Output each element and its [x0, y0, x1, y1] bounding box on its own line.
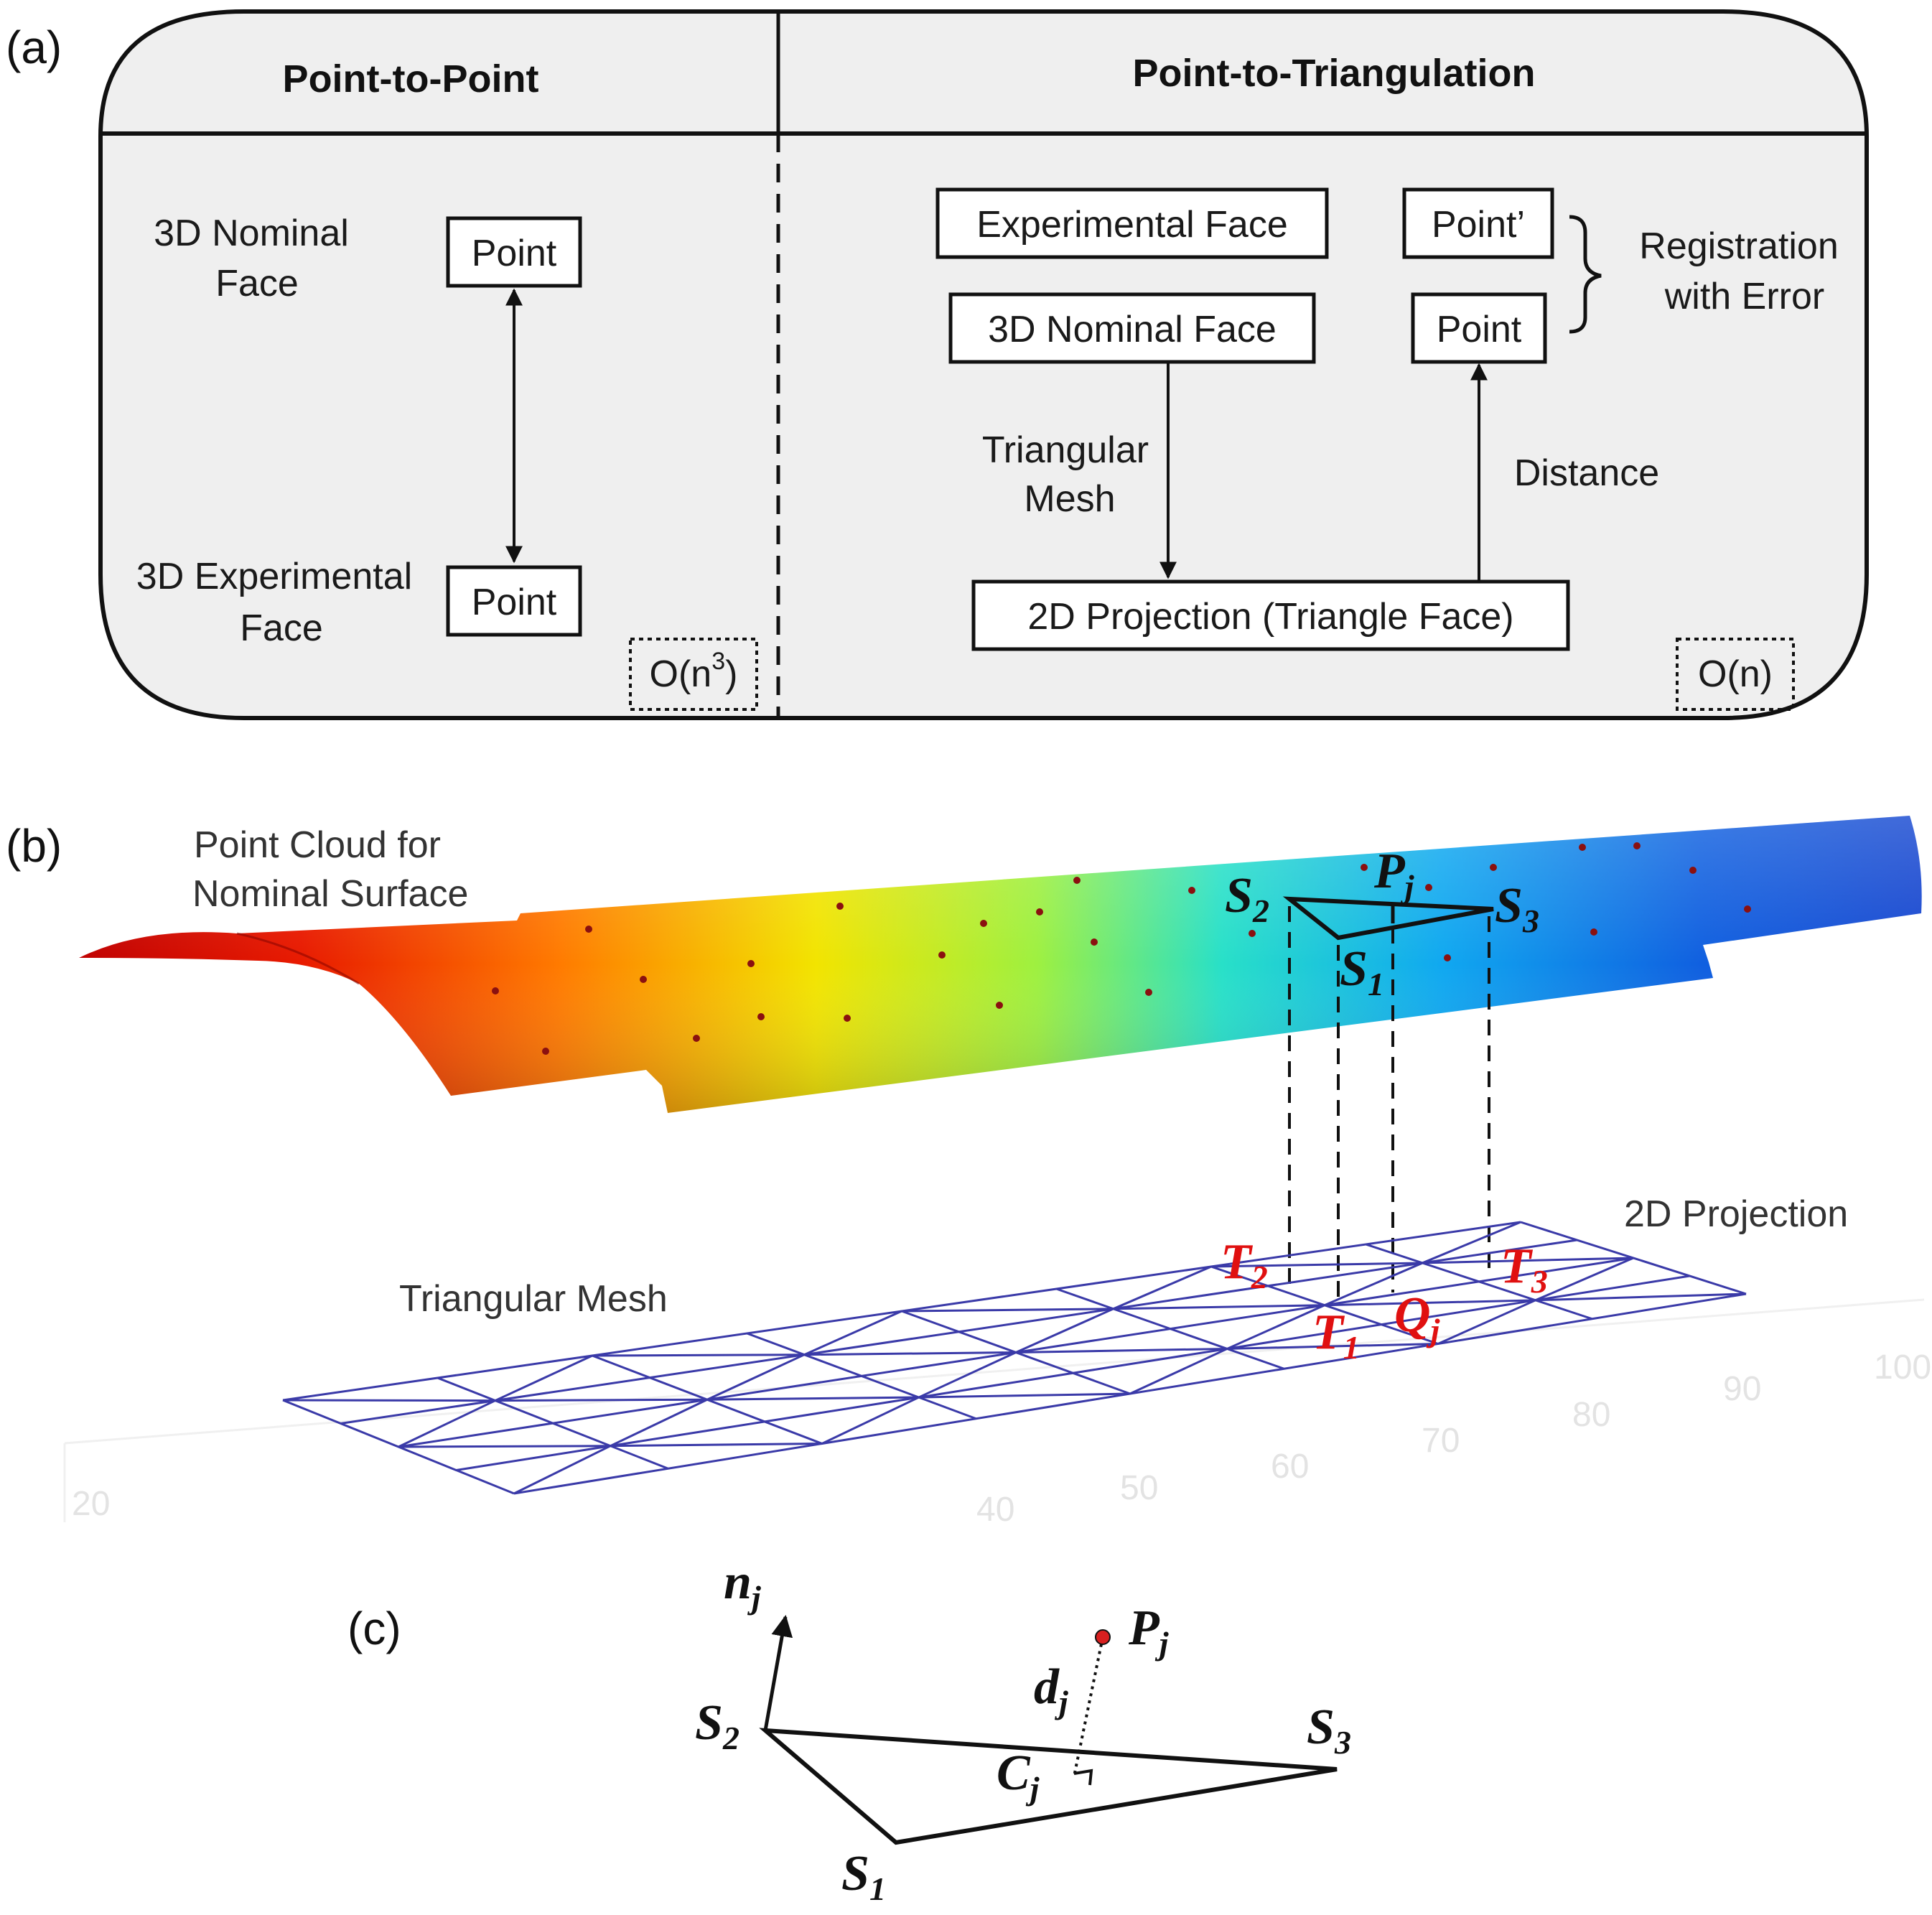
normal-arrow — [763, 1615, 793, 1731]
triangular-mesh — [282, 1221, 1747, 1495]
projection-label-b: 2D Projection — [1624, 1193, 1848, 1235]
panel-b-label: (b) — [6, 820, 62, 872]
nominal-face-box-label: 3D Nominal Face — [988, 309, 1277, 350]
label-dj: dj — [1034, 1659, 1068, 1720]
projection-lines — [1288, 906, 1490, 1303]
experimental-face-label-2: Face — [240, 607, 323, 649]
label-t2: T2 — [1221, 1234, 1268, 1295]
label-s1-c: S1 — [841, 1846, 886, 1907]
projection-box-label: 2D Projection (Triangle Face) — [1027, 596, 1513, 638]
svg-text:80: 80 — [1572, 1396, 1610, 1434]
right-angle-mark — [1073, 1769, 1093, 1786]
label-s3-c: S3 — [1307, 1700, 1351, 1761]
complexity-box-right — [1676, 638, 1795, 711]
experimental-face-box-label: Experimental Face — [976, 204, 1288, 246]
complexity-box-left — [629, 638, 758, 711]
faint-axis-lines — [63, 1298, 1925, 1522]
triangular-mesh-label-2: Mesh — [1024, 478, 1115, 520]
svg-text:90: 90 — [1723, 1370, 1761, 1408]
label-t3: T3 — [1501, 1239, 1548, 1300]
svg-text:40: 40 — [976, 1491, 1014, 1529]
point-right-label: Point — [1437, 309, 1522, 350]
experimental-face-box — [935, 187, 1329, 259]
point-prime-box — [1402, 187, 1554, 259]
label-s3-b: S3 — [1495, 878, 1539, 939]
svg-text:100: 100 — [1874, 1348, 1931, 1387]
point-cloud-dots — [492, 842, 1751, 1055]
point-cloud-label-2: Nominal Surface — [192, 873, 468, 915]
triangular-mesh-label: Triangular — [982, 429, 1149, 471]
label-t1: T1 — [1312, 1305, 1360, 1366]
label-qj: Qj — [1394, 1287, 1440, 1348]
nominal-face-label-2: Face — [215, 263, 299, 304]
label-s2-c: S2 — [695, 1695, 739, 1756]
point-box-top-label: Point — [472, 233, 557, 274]
header-point-to-point: Point-to-Point — [283, 57, 539, 101]
label-pj-b: Pj — [1373, 844, 1414, 905]
surface-triangle — [1282, 896, 1494, 941]
header-point-to-triangulation: Point-to-Triangulation — [1133, 52, 1536, 95]
point-box-bottom-label: Point — [472, 582, 557, 623]
triangle-c — [759, 1728, 1338, 1845]
label-nj: nj — [724, 1555, 761, 1616]
point-right-box — [1411, 292, 1547, 364]
panel-a-label: (a) — [6, 22, 62, 73]
nominal-face-label: 3D Nominal — [154, 213, 349, 254]
point-prime-label: Point’ — [1432, 204, 1525, 246]
distance-label: Distance — [1514, 452, 1659, 494]
complexity-right: O(n) — [1698, 653, 1773, 695]
label-s2-b: S2 — [1225, 868, 1269, 929]
experimental-face-label: 3D Experimental — [136, 556, 412, 597]
distance-dotted — [1073, 1636, 1104, 1777]
point-box-bottom — [446, 565, 582, 637]
registration-brace — [1569, 215, 1602, 334]
point-pj-dot — [1095, 1629, 1111, 1645]
panel-c-label: (c) — [347, 1603, 401, 1654]
nominal-face-box — [948, 292, 1316, 364]
svg-text:70: 70 — [1422, 1422, 1460, 1460]
svg-text:20: 20 — [72, 1485, 110, 1523]
label-pj-c: Pj — [1128, 1601, 1169, 1662]
svg-text:50: 50 — [1120, 1469, 1158, 1507]
projection-box — [971, 579, 1570, 651]
point-cloud-label: Point Cloud for — [194, 824, 441, 866]
svg-text:60: 60 — [1271, 1448, 1309, 1486]
nominal-surface — [79, 816, 1922, 1113]
label-cj: Cj — [997, 1746, 1040, 1807]
complexity-left: O(n3) — [650, 648, 738, 695]
registration-label-2: with Error — [1664, 276, 1824, 317]
point-box-top — [446, 216, 582, 288]
registration-label: Registration — [1639, 225, 1838, 267]
faint-axis-ticks: 20 40 50 60 70 80 90 100 — [72, 1348, 1931, 1529]
mesh-label-b: Triangular Mesh — [399, 1278, 668, 1320]
label-s1-b: S1 — [1340, 941, 1384, 1002]
